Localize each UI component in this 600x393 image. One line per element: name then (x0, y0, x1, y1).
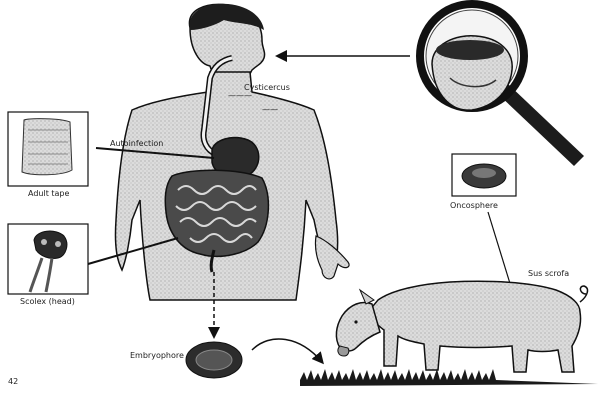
organ-label-1: ——— (228, 91, 252, 100)
magnifier (420, 4, 584, 166)
autoinfection-label: Autoinfection (110, 139, 163, 148)
pig-label: Sus scrofa (528, 269, 569, 278)
organ-label-2: —— (262, 105, 278, 114)
grass (300, 369, 598, 386)
scolex-caption: Scolex (head) (20, 297, 75, 306)
corner-mark: 42 (8, 377, 18, 386)
oncosphere-caption: Oncosphere (450, 201, 498, 210)
ground-egg-label: Embryophore (130, 351, 184, 360)
pig-body (368, 281, 581, 372)
scolex-inset: Scolex (head) (8, 224, 88, 306)
oncosphere-inset: Oncosphere (450, 154, 516, 210)
pig-snout (338, 346, 349, 356)
cyst-label: Cysticercus (244, 83, 290, 92)
intestines (165, 170, 268, 256)
adult-tape-inset: Adult tape (8, 112, 88, 198)
pig: Sus scrofa (336, 269, 587, 372)
adult-tape-caption: Adult tape (28, 189, 70, 198)
oncosphere-to-pig-line (488, 212, 512, 290)
pig-head (336, 303, 380, 352)
egg-to-pig-arrow (252, 339, 322, 362)
pig-tail (580, 286, 587, 302)
